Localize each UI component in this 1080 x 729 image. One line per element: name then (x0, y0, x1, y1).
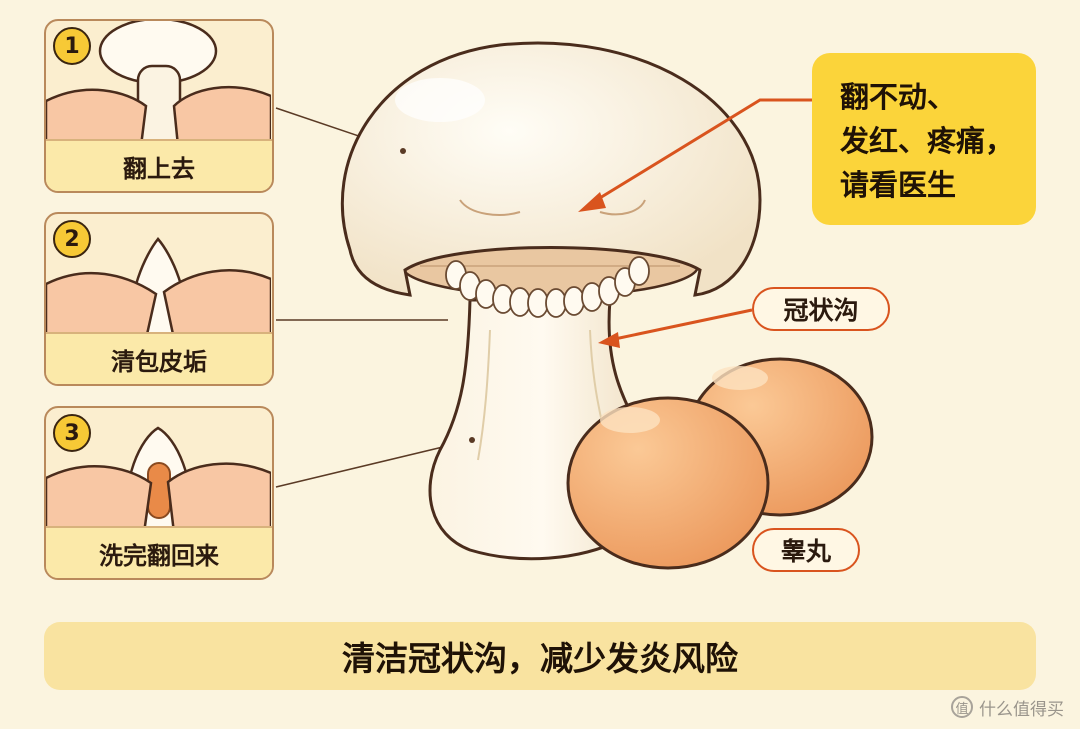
testicle-front (566, 396, 770, 570)
bottom-banner: 清洁冠状沟，减少发炎风险 (44, 622, 1036, 690)
connector-line-3 (275, 439, 473, 488)
step-label: 洗完翻回来 (46, 526, 272, 578)
warning-line-1: 翻不动、 (840, 80, 957, 114)
warning-line-2: 发红、疼痛， (840, 124, 1015, 158)
step-label: 清包皮垢 (46, 332, 272, 384)
step-number-badge: 3 (53, 414, 91, 452)
watermark-logo-icon: 值 (951, 696, 973, 718)
step-number-badge: 2 (53, 220, 91, 258)
step-card-1: 1 翻上去 (44, 19, 274, 193)
step-card-3: 3 洗完翻回来 (44, 406, 274, 580)
step-3-illustration (46, 426, 271, 528)
step-2-illustration (46, 237, 271, 334)
warning-line-3: 请看医生 (840, 168, 957, 202)
watermark-text: 什么值得买 (979, 699, 1064, 720)
coronal-ring (445, 256, 650, 318)
step-number-badge: 1 (53, 27, 91, 65)
step-label: 翻上去 (46, 139, 272, 191)
watermark: 值 什么值得买 (951, 693, 1064, 721)
step-1-illustration (46, 21, 271, 141)
label-testicles: 睾丸 (752, 528, 860, 572)
warning-arrow (578, 98, 812, 212)
step-card-2: 2 清包皮垢 (44, 212, 274, 386)
groove-arrow (598, 308, 753, 348)
label-coronal-groove: 冠状沟 (752, 287, 890, 331)
warning-box: 翻不动、 发红、疼痛， 请看医生 (812, 53, 1036, 225)
